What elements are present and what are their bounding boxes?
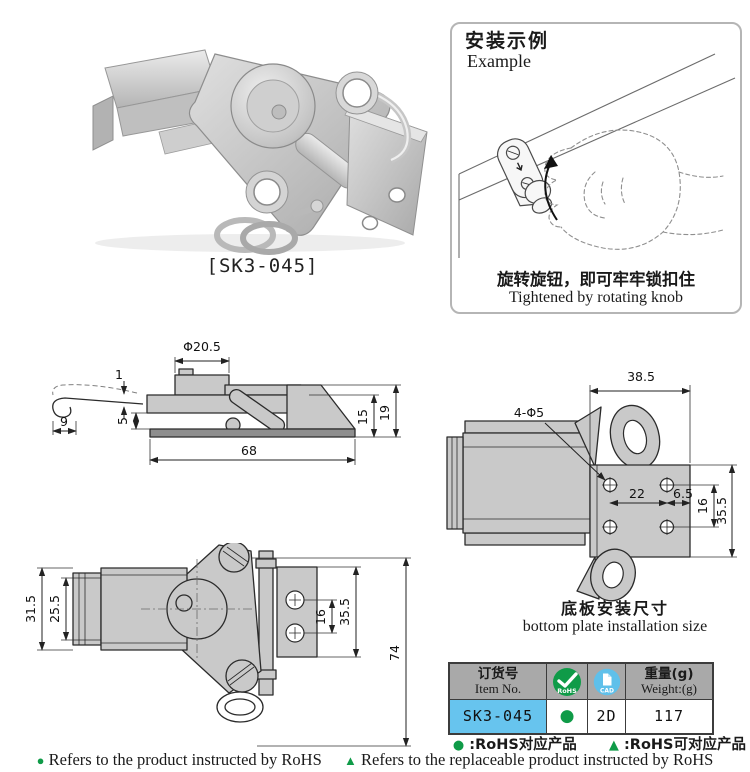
front-view-drawing: 31.5 25.5 16 35.5 74 [25,543,411,747]
dim-arm-height: 31.5 [25,595,38,623]
legend-cn-triangle-label: :RoHS可对应产品 [623,737,746,753]
header-rohs: RoHS [547,664,587,699]
mini-latch [496,138,553,214]
rotate-arrow-icon [544,155,558,221]
example-title-en: Example [467,50,531,71]
hand-sketch [544,129,724,250]
dim-hook-depth: 9 [60,414,68,429]
dim-edge-offset: 6.5 [673,486,693,501]
dim-plate-height: 35.5 [714,497,729,525]
dim-length: 68 [241,443,257,458]
bottom-plate-caption: 底板安装尺寸 bottom plate installation size [475,599,750,637]
cell-weight: 117 [626,700,712,733]
dim-inner-height: 15 [355,409,370,425]
front-view-dimensions: 31.5 25.5 16 35.5 74 [25,557,411,747]
example-title: 安装示例 Example [465,30,550,71]
header-weight-en: Weight:(g) [641,680,697,696]
dim-gap: 5 [115,417,130,425]
side-view-dimensions: Φ20.5 1 5 9 68 15 19 [52,339,401,465]
bottom-plate-dimensions: 38.5 4-Φ5 22 6.5 16 35.5 [514,369,737,558]
legend-chinese: ● :RoHS对应产品 ▲ :RoHS可对应产品 [400,733,746,754]
front-view-geometry [72,543,318,723]
rohs-dot-icon: ● [559,706,575,726]
side-view-geometry [52,368,356,438]
header-item-no: 订货号 Item No. [450,664,546,699]
header-cad: CAD [588,664,625,699]
example-caption-en: Tightened by rotating knob [508,289,684,307]
example-caption-cn: 旋转旋钮，即可牢牢锁扣住 [497,269,695,289]
product-photo [92,49,428,255]
product-code-label: [SK3-045] [206,255,319,277]
cad-badge-icon: CAD [593,668,620,695]
rohs-triangle-icon: ▲ [608,738,619,753]
dim-hole-spacing-y: 16 [695,498,710,514]
example-caption: 旋转旋钮，即可牢牢锁扣住 Tightened by rotating knob [452,269,740,307]
bottom-plate-drawing: 38.5 4-Φ5 22 6.5 16 35.5 [446,369,737,602]
svg-text:CAD: CAD [599,687,613,694]
rohs-triangle-icon: ▲ [344,753,357,768]
dim-arm-inner-height: 25.5 [47,595,62,623]
bottom-plate-caption-en: bottom plate installation size [522,618,708,636]
installation-example-box: 安装示例 Example 旋转旋钮，即可牢牢锁扣住 Tightened by r… [450,22,742,314]
spec-table: 订货号 Item No. RoHS CAD 重量(g) Weight:(g) S… [448,662,714,735]
rohs-badge-icon: RoHS [553,667,581,696]
rohs-dot-icon: ● [452,738,465,753]
cell-cad: 2D [588,700,625,733]
installation-illustration [458,53,736,258]
legend-en-dot-label: Refers to the product instructed by RoHS [48,750,322,769]
rohs-dot-icon: ● [36,753,45,768]
dim-plate-height: 35.5 [337,598,352,626]
cell-rohs-status: ● [547,700,587,733]
legend-english: ● Refers to the product instructed by Ro… [0,750,750,770]
dim-holes: 4-Φ5 [514,405,544,420]
legend-en-triangle-label: Refers to the replaceable product instru… [361,750,714,769]
side-view-drawing: Φ20.5 1 5 9 68 15 19 [52,339,401,465]
bottom-plate-caption-cn: 底板安装尺寸 [560,599,669,618]
bottom-plate-geometry [446,404,691,602]
plate-holes [285,590,305,643]
header-weight-cn: 重量(g) [644,665,694,682]
header-weight: 重量(g) Weight:(g) [626,664,712,699]
latch-photo-illustration [92,49,428,255]
dim-hole-spacing-x: 22 [629,486,645,501]
header-item-cn: 订货号 [477,665,519,682]
example-title-cn: 安装示例 [465,30,550,52]
dim-knob-dia: Φ20.5 [183,339,221,354]
dim-plate-width: 38.5 [627,369,655,384]
dim-total-height: 74 [387,645,402,661]
dim-total-height: 19 [377,405,392,421]
dim-hole-spacing-y: 16 [313,609,328,625]
header-item-en: Item No. [474,680,522,696]
cell-item-no: SK3-045 [450,700,546,733]
dim-leaf-thickness: 1 [115,367,123,382]
svg-text:RoHS: RoHS [557,687,577,695]
legend-cn-dot-label: :RoHS对应产品 [469,737,577,753]
